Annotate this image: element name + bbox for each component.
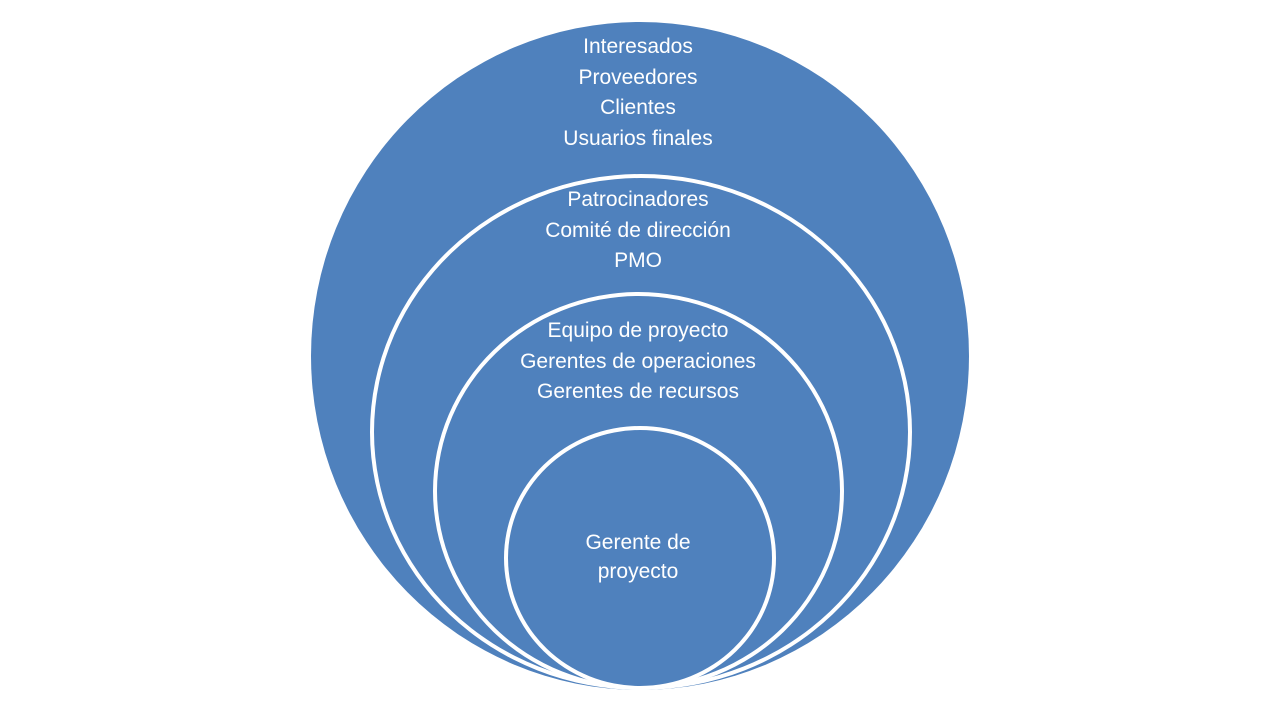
ring-label: Clientes bbox=[600, 96, 676, 119]
ring-label: Patrocinadores bbox=[567, 188, 709, 211]
ring-label: Gerentes de recursos bbox=[537, 380, 739, 403]
ring-label: Interesados bbox=[583, 35, 693, 58]
ring-label: Gerente de bbox=[585, 531, 691, 554]
sponsors-ring-labels: Patrocinadores Comité de dirección PMO bbox=[0, 185, 1276, 277]
ring-label: Usuarios finales bbox=[563, 126, 713, 150]
ring-label: Proveedores bbox=[578, 65, 698, 89]
outer-ring-labels: Interesados Proveedores Clientes Usuario… bbox=[0, 32, 1276, 154]
ring-label: Gerentes de operaciones bbox=[520, 349, 756, 373]
project-manager-labels: Gerente de proyecto bbox=[0, 528, 1276, 586]
ring-label: Equipo de proyecto bbox=[547, 319, 729, 342]
ring-label: proyecto bbox=[597, 560, 679, 583]
project-team-ring-labels: Equipo de proyecto Gerentes de operacion… bbox=[0, 316, 1276, 408]
ring-label: Comité de dirección bbox=[545, 218, 731, 242]
ring-label: PMO bbox=[614, 249, 662, 272]
inner-ring-project-manager bbox=[504, 426, 776, 690]
